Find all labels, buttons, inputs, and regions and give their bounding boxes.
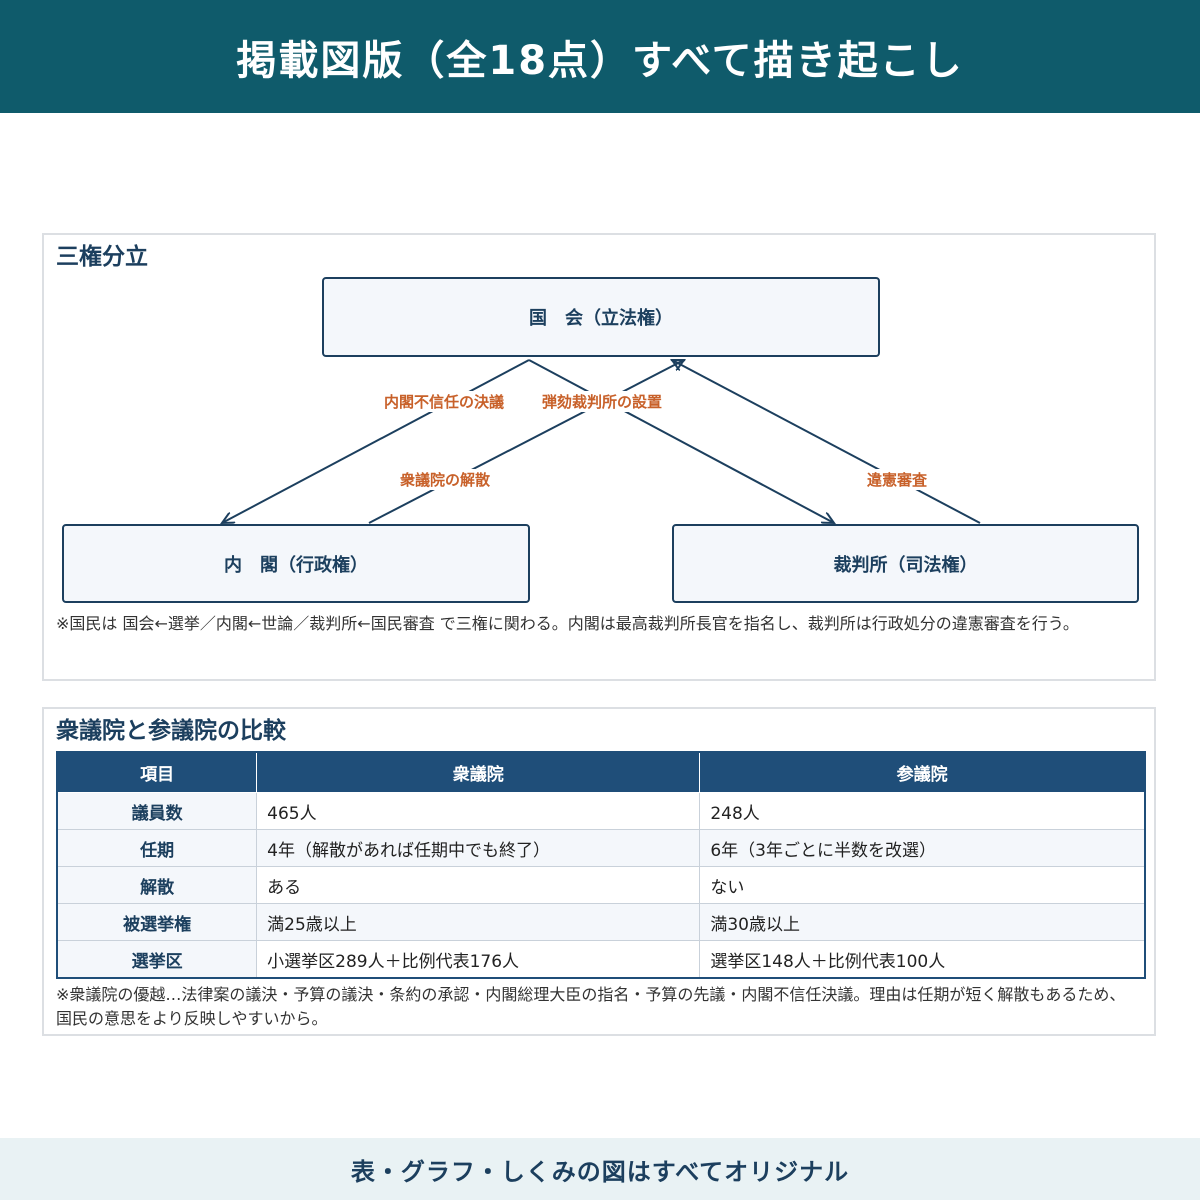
arrow-dissolution [368,360,684,524]
upper-house-cell: 満30歳以上 [699,903,1146,941]
lower-house-cell: ある [256,866,701,904]
arrow-no-confidence [222,359,530,523]
header-upper-house: 参議院 [699,751,1146,793]
page-footer: 表・グラフ・しくみの図はすべてオリジナル [0,1138,1200,1200]
table-header-row: 項目 衆議院 参議院 [56,751,1146,793]
executive-box: 内 閣（行政権） [62,524,530,603]
page-header: 掲載図版（全18点）すべて描き起こし [0,0,1200,113]
legislative-box: 国 会（立法権） [322,277,880,357]
edge-label-no-confidence: 内閣不信任の決議 [380,391,509,412]
table-row: 被選挙権 満25歳以上 満30歳以上 [56,903,1146,941]
table-row: 解散 ある ない [56,866,1146,904]
upper-house-cell: ない [699,866,1146,904]
page-title: 掲載図版（全18点）すべて描き起こし [236,37,964,84]
table-row: 任期 4年（解散があれば任期中でも終了） 6年（3年ごとに半数を改選） [56,829,1146,867]
arrow-impeachment [528,359,834,523]
comparison-table: 項目 衆議院 参議院 議員数 465人 248人 任期 4年（解散があれば任期中… [56,751,1146,979]
comparison-note: ※衆議院の優越…法律案の議決・予算の議決・条約の承認・内閣総理大臣の指名・予算の… [56,985,1126,1028]
row-label: 選挙区 [56,940,258,979]
lower-house-cell: 満25歳以上 [256,903,701,941]
separation-title: 三権分立 [56,244,148,270]
row-label: 議員数 [56,792,258,830]
judicial-label: 裁判所（司法権） [833,554,978,576]
table-row: 選挙区 小選挙区289人＋比例代表176人 選挙区148人＋比例代表100人 [56,940,1146,979]
header-item: 項目 [56,751,258,793]
row-label: 任期 [56,829,258,867]
legislative-label: 国 会（立法権） [529,308,673,329]
upper-house-cell: 6年（3年ごとに半数を改選） [699,829,1146,867]
separation-note: ※国民は 国会←選挙／内閣←世論／裁判所←国民審査 で三権に関わる。内閣は最高裁… [56,614,1079,633]
row-label: 被選挙権 [56,903,258,941]
lower-house-cell: 4年（解散があれば任期中でも終了） [256,829,701,867]
edge-label-impeachment: 弾劾裁判所の設置 [538,391,667,412]
edge-label-judicial-review: 違憲審査 [863,469,932,490]
separation-arrows [44,235,981,683]
table-row: 議員数 465人 248人 [56,792,1146,830]
comparison-title: 衆議院と参議院の比較 [56,718,286,744]
lower-house-cell: 465人 [256,792,701,830]
upper-house-cell: 248人 [699,792,1146,830]
upper-house-cell: 選挙区148人＋比例代表100人 [699,940,1146,979]
edge-label-dissolution: 衆議院の解散 [396,469,495,490]
arrow-judicial-review [672,360,981,524]
footer-text: 表・グラフ・しくみの図はすべてオリジナル [350,1157,850,1186]
judicial-box: 裁判所（司法権） [672,524,1139,603]
row-label: 解散 [56,866,258,904]
house-comparison-panel: 衆議院と参議院の比較 項目 衆議院 参議院 議員数 465人 248人 任期 4… [42,707,1156,1036]
separation-of-powers-panel: 三権分立 国 会（立法権） 内 閣（行政権） 裁判所（司法権） 内閣不信任の決議… [42,233,1156,681]
executive-label: 内 閣（行政権） [224,554,368,576]
lower-house-cell: 小選挙区289人＋比例代表176人 [256,940,701,979]
header-lower-house: 衆議院 [256,751,701,793]
